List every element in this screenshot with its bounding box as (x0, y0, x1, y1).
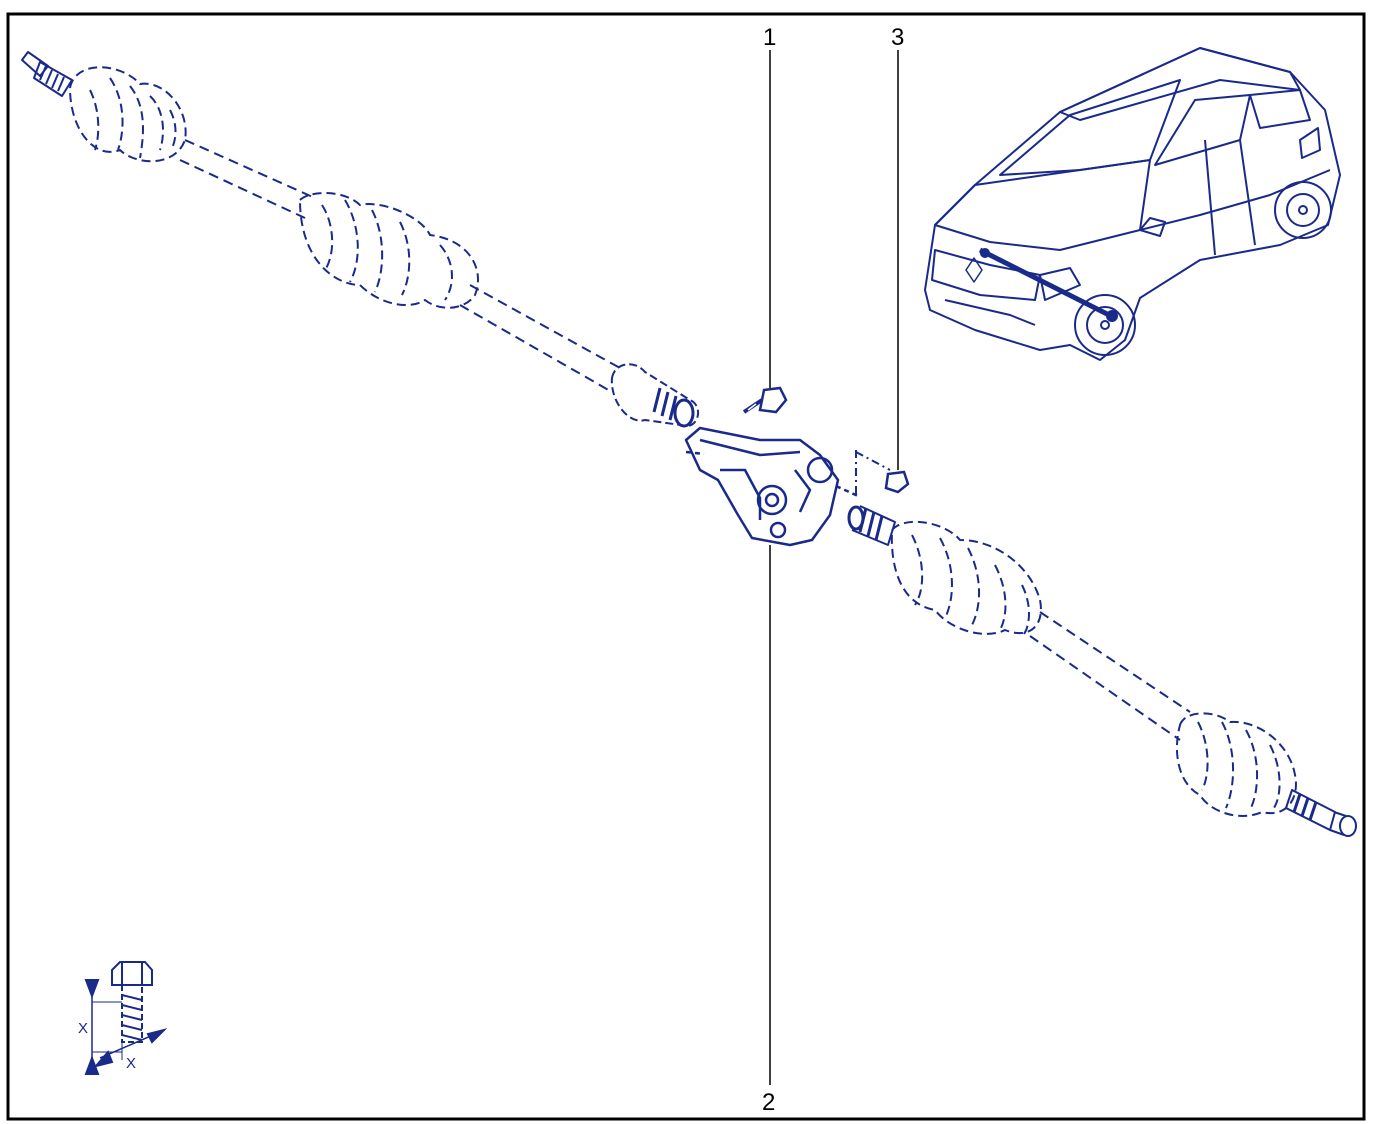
driveshaft-location-highlight (978, 247, 1118, 322)
right-spline-stub (847, 505, 896, 546)
callout-1: 1 (763, 24, 776, 51)
left-midshaft-top-line (469, 284, 621, 369)
bolt-1[interactable] (742, 386, 788, 414)
right-shaft-bottom-line (1029, 635, 1181, 741)
left-midshaft-bottom-line (459, 304, 613, 393)
bolt-3[interactable] (855, 450, 910, 498)
vehicle-locator-car (924, 47, 1341, 361)
callout-2: 2 (762, 1089, 775, 1116)
right-driveshaft[interactable] (847, 505, 1357, 837)
diagram-frame (6, 12, 1366, 1121)
dimension-label-horizontal: X (126, 1055, 136, 1072)
intermediate-bearing-stub (610, 363, 699, 428)
left-shaft-bottom-line (179, 159, 306, 219)
dimension-label-vertical: X (78, 1020, 88, 1037)
bolt-length-detail (84, 961, 168, 1075)
right-spline-end (1285, 789, 1357, 837)
left-driveshaft[interactable] (21, 51, 699, 428)
left-spline-stub (21, 51, 73, 97)
callout-3: 3 (891, 24, 904, 51)
callout-leaders (769, 50, 899, 1085)
right-inner-cv-joint (890, 520, 1042, 635)
right-shaft-top-line (1039, 611, 1191, 713)
bearing-support-bracket[interactable] (684, 426, 859, 547)
left-inner-cv-joint (299, 192, 479, 309)
left-shaft-top-line (184, 139, 316, 199)
right-outer-cv-boot (1176, 712, 1297, 817)
left-outer-cv-boot (69, 66, 187, 163)
